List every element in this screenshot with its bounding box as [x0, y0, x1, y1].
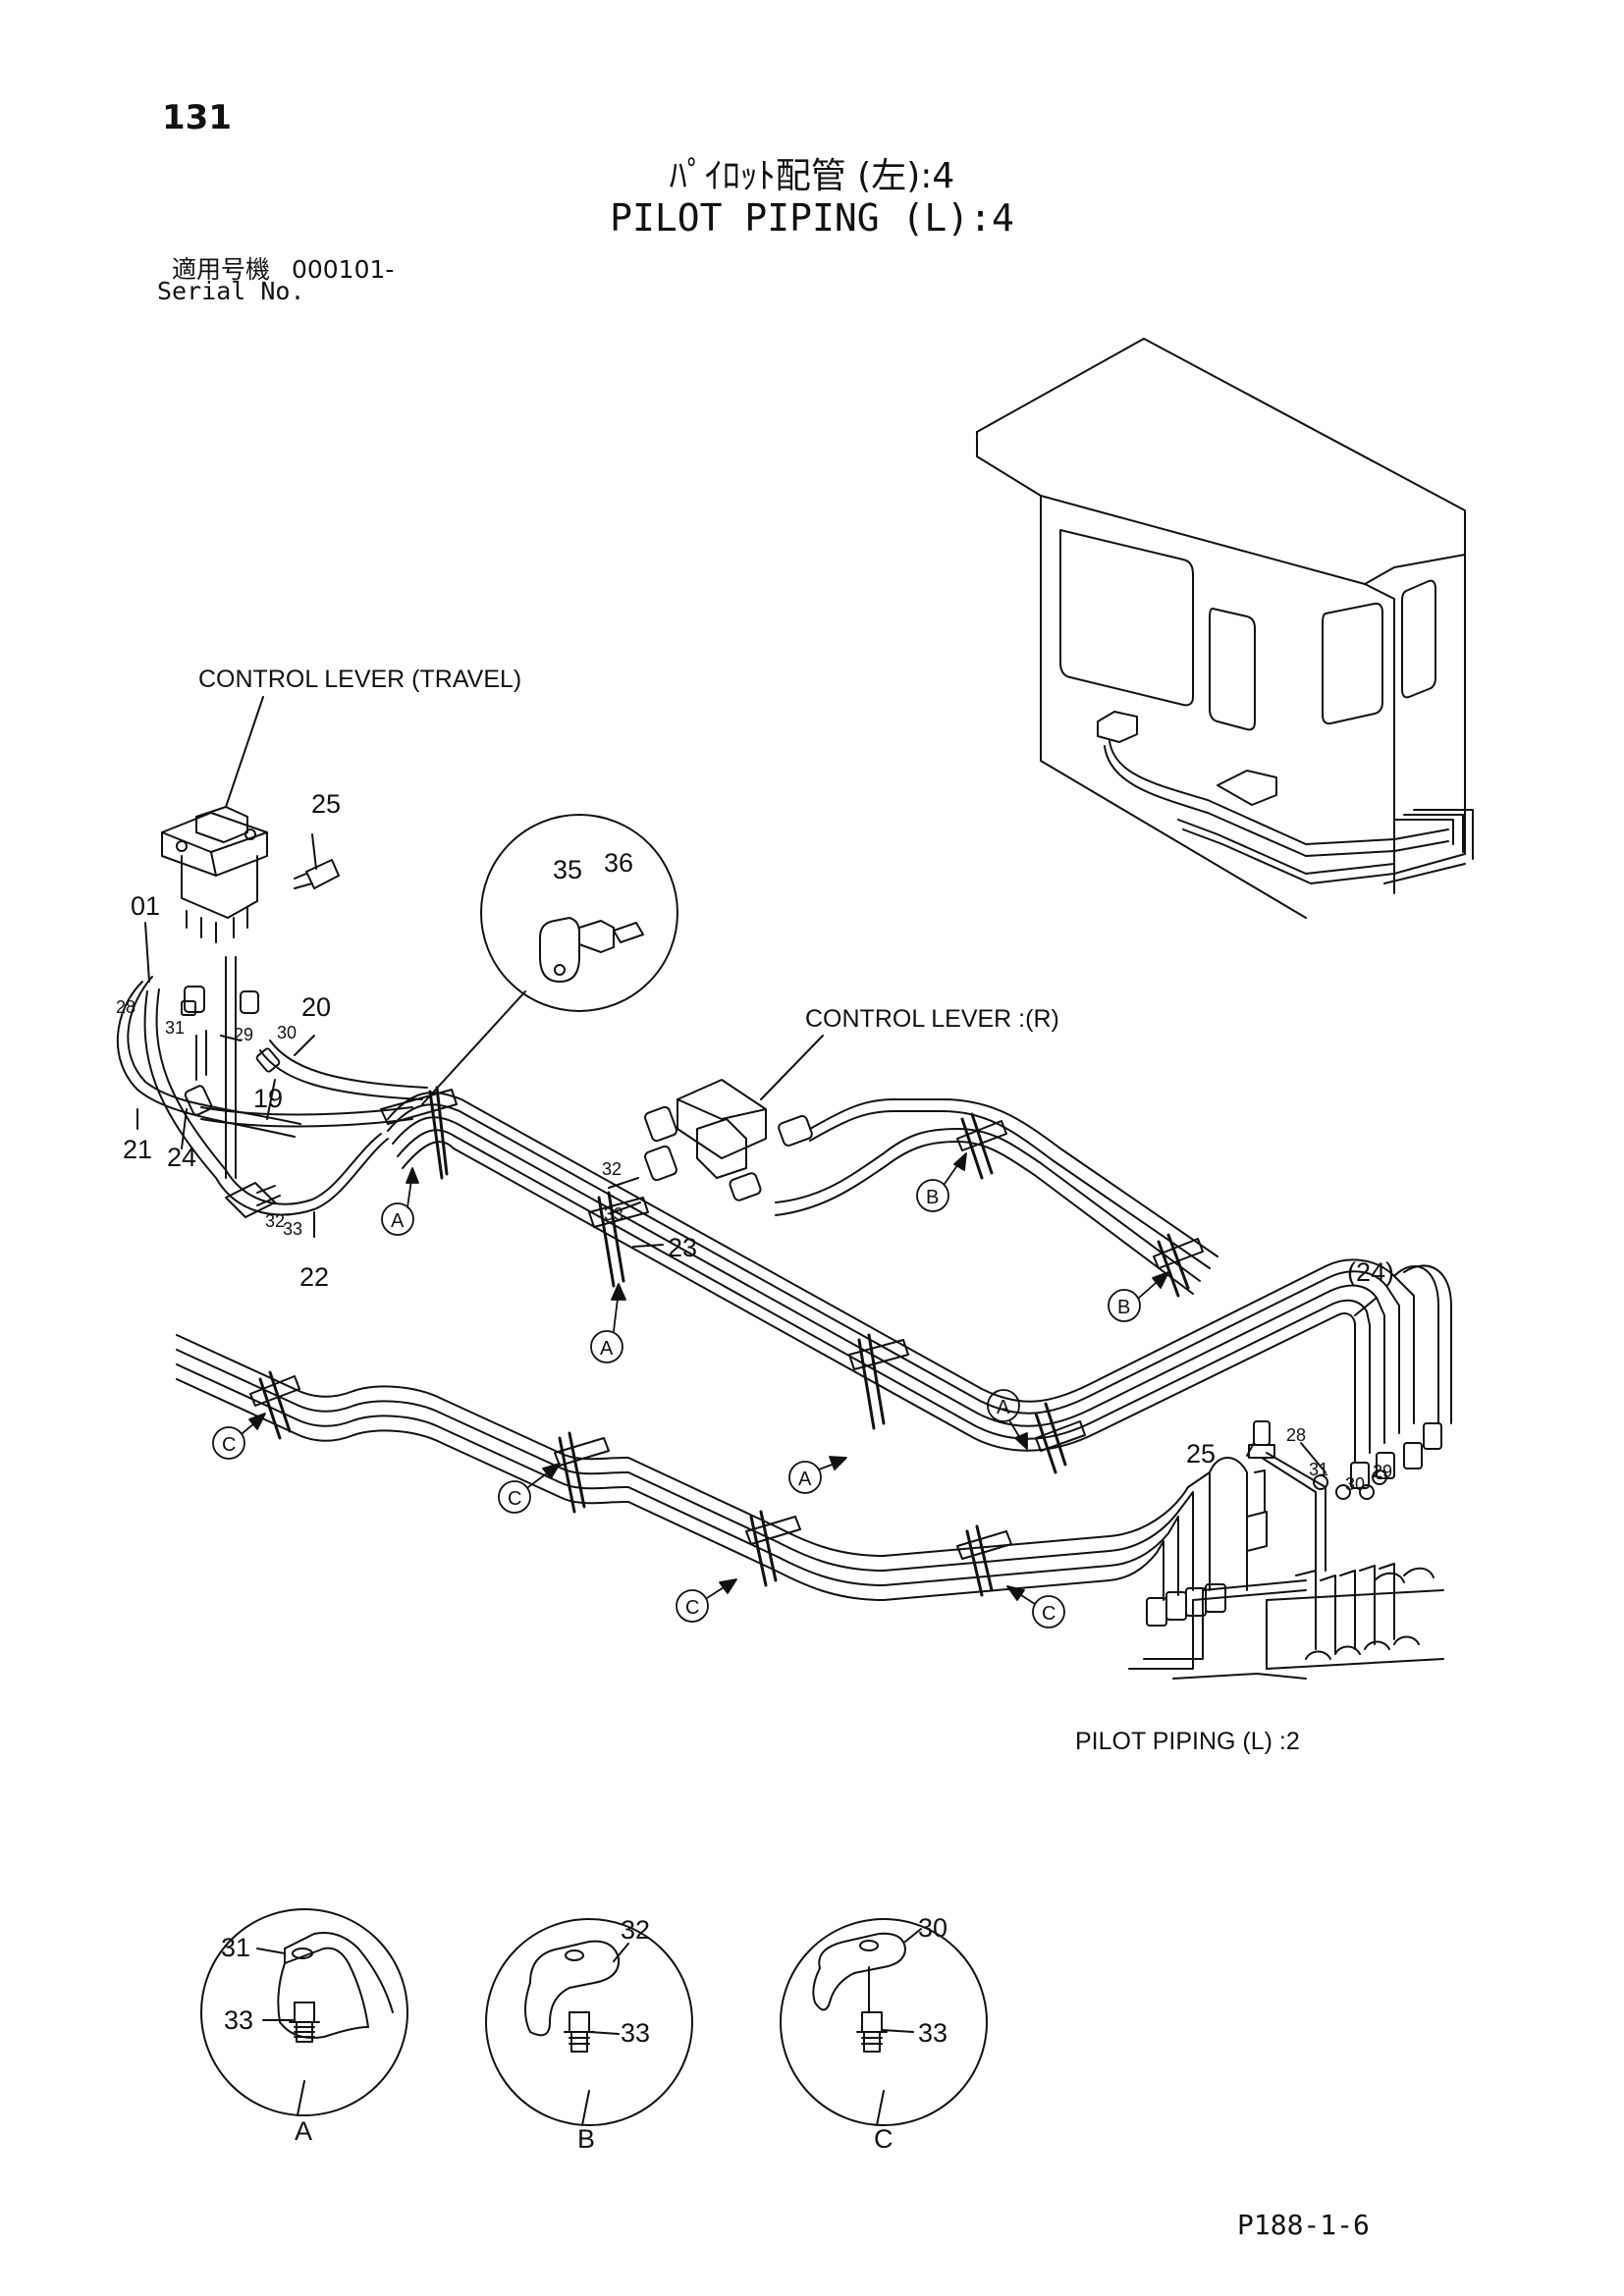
marker-c-2-letter: C	[508, 1488, 521, 1510]
part-29-left: 29	[234, 1025, 253, 1044]
part-25-top: 25	[311, 789, 341, 819]
marker-a-2-letter: A	[600, 1338, 614, 1360]
detail-a-bolt: 33	[224, 2005, 253, 2035]
control-lever-travel	[161, 696, 340, 943]
clamp-markers	[212, 1152, 1169, 1629]
part-25-lower: 25	[1186, 1439, 1216, 1468]
part-24-ref: (24)	[1347, 1257, 1394, 1287]
part-29-right: 29	[1373, 1462, 1392, 1481]
part-24: 24	[167, 1143, 196, 1172]
marker-b-2-letter: B	[1117, 1297, 1130, 1318]
part-20: 20	[301, 992, 331, 1022]
drawing-code: P188-1-6	[1237, 2209, 1370, 2241]
marker-b-1	[916, 1152, 967, 1212]
marker-a-3	[788, 1456, 847, 1494]
part-32-left: 32	[265, 1211, 285, 1231]
page-number: 131	[162, 98, 232, 137]
part-22: 22	[299, 1262, 329, 1292]
detail-b-clamp: 32	[621, 1915, 650, 1945]
part-19: 19	[253, 1084, 283, 1113]
marker-c-4	[1006, 1585, 1065, 1629]
part-23: 23	[668, 1233, 697, 1262]
marker-b-1-letter: B	[926, 1187, 939, 1208]
part-28-left: 28	[116, 997, 135, 1017]
detail-c-clamp: 30	[918, 1913, 947, 1943]
part-32-center: 32	[602, 1159, 622, 1179]
detail-b-bolt: 33	[621, 2018, 650, 2048]
serial-label-english: Serial No.	[157, 277, 305, 305]
serial-label-jp-text: 適用号機	[172, 255, 271, 284]
part-30-left: 30	[277, 1023, 297, 1042]
part-35: 35	[553, 855, 582, 884]
title-japanese: ﾊﾟｲﾛｯﾄ配管 (左):4	[669, 156, 955, 196]
marker-c-1-letter: C	[222, 1434, 236, 1456]
detail-circle-35-36	[421, 814, 678, 1105]
marker-a-1-letter: A	[391, 1210, 405, 1232]
control-lever-r	[608, 1035, 1218, 1298]
label-pilot-piping-ref: PILOT PIPING (L) :2	[1075, 1728, 1300, 1755]
left-hose-bundle	[117, 956, 428, 1218]
detail-view-c	[780, 1918, 988, 2126]
part-31-right: 31	[1309, 1460, 1328, 1479]
serial-label-japanese: 適用号機 000101-	[172, 250, 394, 286]
marker-a-1	[381, 1167, 419, 1236]
detail-b-label: B	[577, 2124, 595, 2154]
title-english: PILOT PIPING (L):4	[610, 196, 1014, 240]
detail-view-a	[200, 1908, 408, 2116]
label-control-lever-r: CONTROL LEVER :(R)	[805, 1005, 1059, 1033]
part-21: 21	[123, 1135, 152, 1164]
part-28-right: 28	[1286, 1425, 1306, 1445]
detail-a-clamp: 31	[221, 1933, 250, 1962]
marker-c-1	[212, 1413, 266, 1460]
label-control-lever-travel: CONTROL LEVER (TRAVEL)	[198, 666, 521, 693]
part-33-center: 33	[604, 1204, 623, 1224]
marker-c-3-letter: C	[685, 1597, 699, 1619]
marker-c-3	[676, 1578, 737, 1623]
part-01: 01	[131, 891, 160, 921]
diagram-labels: CONTROL LEVER (TRAVEL) CONTROL LEVER :(R…	[116, 666, 1394, 2154]
detail-c-bolt: 33	[918, 2018, 947, 2048]
part-33-left: 33	[283, 1219, 302, 1239]
cab-outline	[976, 338, 1474, 919]
c-run-pipes	[176, 1334, 1248, 1627]
serial-value: 000101-	[291, 255, 395, 284]
marker-a-2	[590, 1283, 626, 1363]
marker-a-4	[987, 1389, 1028, 1450]
part-36: 36	[604, 848, 633, 878]
part-31-left: 31	[165, 1018, 185, 1038]
marker-b-2	[1108, 1271, 1169, 1322]
marker-a-4-letter: A	[997, 1397, 1010, 1418]
part-30-right: 30	[1345, 1474, 1365, 1494]
leader-lines	[136, 833, 1378, 1473]
detail-c-label: C	[874, 2124, 893, 2154]
detail-view-b	[485, 1918, 693, 2126]
marker-c-4-letter: C	[1042, 1603, 1056, 1625]
floor-valve-block	[1128, 1420, 1444, 1680]
marker-a-3-letter: A	[798, 1468, 812, 1490]
main-pipe-bundle	[380, 1086, 1452, 1489]
detail-a-label: A	[295, 2116, 312, 2146]
marker-c-2	[498, 1463, 561, 1514]
